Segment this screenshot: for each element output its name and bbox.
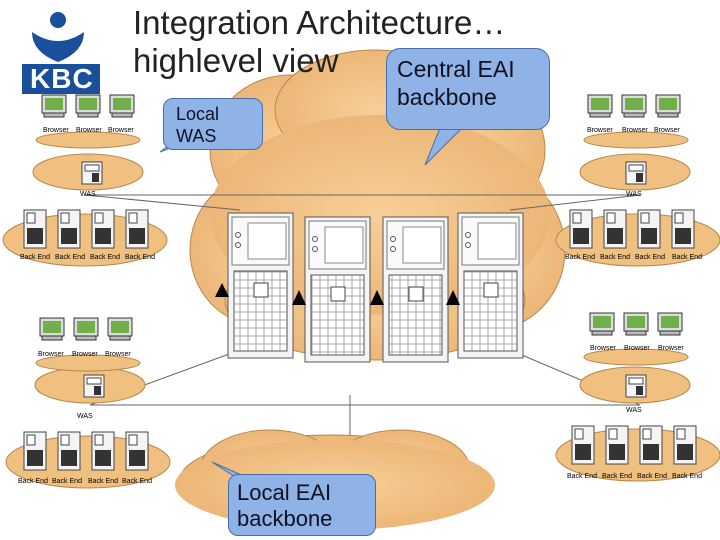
browser-label: Browser (658, 345, 684, 352)
central-server-1 (227, 212, 294, 359)
central-eai-callout: Central EAI backbone (386, 48, 550, 130)
server-arrows (215, 283, 460, 305)
browser-label: Browser (654, 127, 680, 134)
central-server-3 (382, 216, 449, 363)
was-label: WAS (80, 191, 96, 198)
back-end-server-icon (91, 209, 115, 249)
back-end-server-icon (605, 425, 629, 465)
browser-monitor-icon (623, 312, 649, 336)
back-end-server-icon (125, 209, 149, 249)
browser-label: Browser (38, 351, 64, 358)
back-end-label: Back End (565, 254, 595, 261)
browser-monitor-icon (41, 94, 67, 118)
central-server-4 (457, 212, 524, 359)
back-end-label: Back End (672, 473, 702, 480)
callout-was-line1: Local (176, 104, 220, 124)
logo-body-icon (32, 32, 84, 62)
back-end-label: Back End (55, 254, 85, 261)
was-server-icon (81, 161, 103, 185)
callout-local-eai-line1: Local EAI (237, 480, 332, 505)
was-server-icon (83, 374, 105, 398)
back-end-server-icon (125, 431, 149, 471)
browser-monitor-icon (73, 317, 99, 341)
was-label: WAS (77, 413, 93, 420)
browser-label: Browser (43, 127, 69, 134)
browser-monitor-icon (589, 312, 615, 336)
browser-monitor-icon (621, 94, 647, 118)
browser-monitor-icon (109, 94, 135, 118)
back-end-label: Back End (600, 254, 630, 261)
kbc-logo (22, 12, 100, 94)
back-end-label: Back End (90, 254, 120, 261)
browser-label: Browser (622, 127, 648, 134)
central-server-2 (304, 216, 371, 363)
back-end-label: Back End (125, 254, 155, 261)
back-end-label: Back End (567, 473, 597, 480)
back-end-server-icon (57, 431, 81, 471)
back-end-server-icon (571, 425, 595, 465)
back-end-label: Back End (52, 478, 82, 485)
browser-monitor-icon (655, 94, 681, 118)
back-end-server-icon (91, 431, 115, 471)
was-server-icon (625, 161, 647, 185)
back-end-label: Back End (672, 254, 702, 261)
browser-label: Browser (587, 127, 613, 134)
browser-monitor-icon (657, 312, 683, 336)
back-end-server-icon (603, 209, 627, 249)
back-end-server-icon (637, 209, 661, 249)
back-end-label: Back End (20, 254, 50, 261)
back-end-server-icon (23, 431, 47, 471)
browser-label: Browser (624, 345, 650, 352)
browser-label: Browser (108, 127, 134, 134)
browser-clouds (35, 131, 689, 372)
local-eai-callout: Local EAI backbone (228, 474, 376, 536)
browser-monitor-icon (107, 317, 133, 341)
browser-monitor-icon (39, 317, 65, 341)
back-end-server-icon (57, 209, 81, 249)
browser-monitors (39, 94, 683, 341)
logo-head-icon (50, 12, 66, 28)
was-label: WAS (626, 407, 642, 414)
browser-monitor-icon (75, 94, 101, 118)
back-end-label: Back End (18, 478, 48, 485)
callout-was-line2: WAS (176, 126, 217, 146)
back-end-label: Back End (122, 478, 152, 485)
was-server-icon (625, 374, 647, 398)
was-servers (81, 161, 647, 398)
callout-central-line2: backbone (397, 84, 497, 110)
slide-title-line1: Integration Architecture… (133, 4, 506, 41)
browser-label: Browser (105, 351, 131, 358)
back-end-server-icon (673, 425, 697, 465)
back-end-server-icon (569, 209, 593, 249)
back-end-server-icon (23, 209, 47, 249)
local-was-callout: Local WAS (163, 98, 263, 150)
back-end-towers (23, 209, 697, 471)
browser-label: Browser (72, 351, 98, 358)
browser-label: Browser (590, 345, 616, 352)
back-end-server-icon (671, 209, 695, 249)
back-end-label: Back End (88, 478, 118, 485)
back-end-label: Back End (635, 254, 665, 261)
back-end-label: Back End (602, 473, 632, 480)
was-label: WAS (626, 191, 642, 198)
central-servers (227, 212, 524, 363)
browser-monitor-icon (587, 94, 613, 118)
callout-local-eai-line2: backbone (237, 506, 333, 531)
back-end-label: Back End (637, 473, 667, 480)
slide-title-line2: highlevel view (133, 42, 339, 79)
logo-text: KBC (30, 63, 94, 94)
callout-central-line1: Central EAI (397, 56, 515, 82)
back-end-server-icon (639, 425, 663, 465)
browser-label: Browser (76, 127, 102, 134)
